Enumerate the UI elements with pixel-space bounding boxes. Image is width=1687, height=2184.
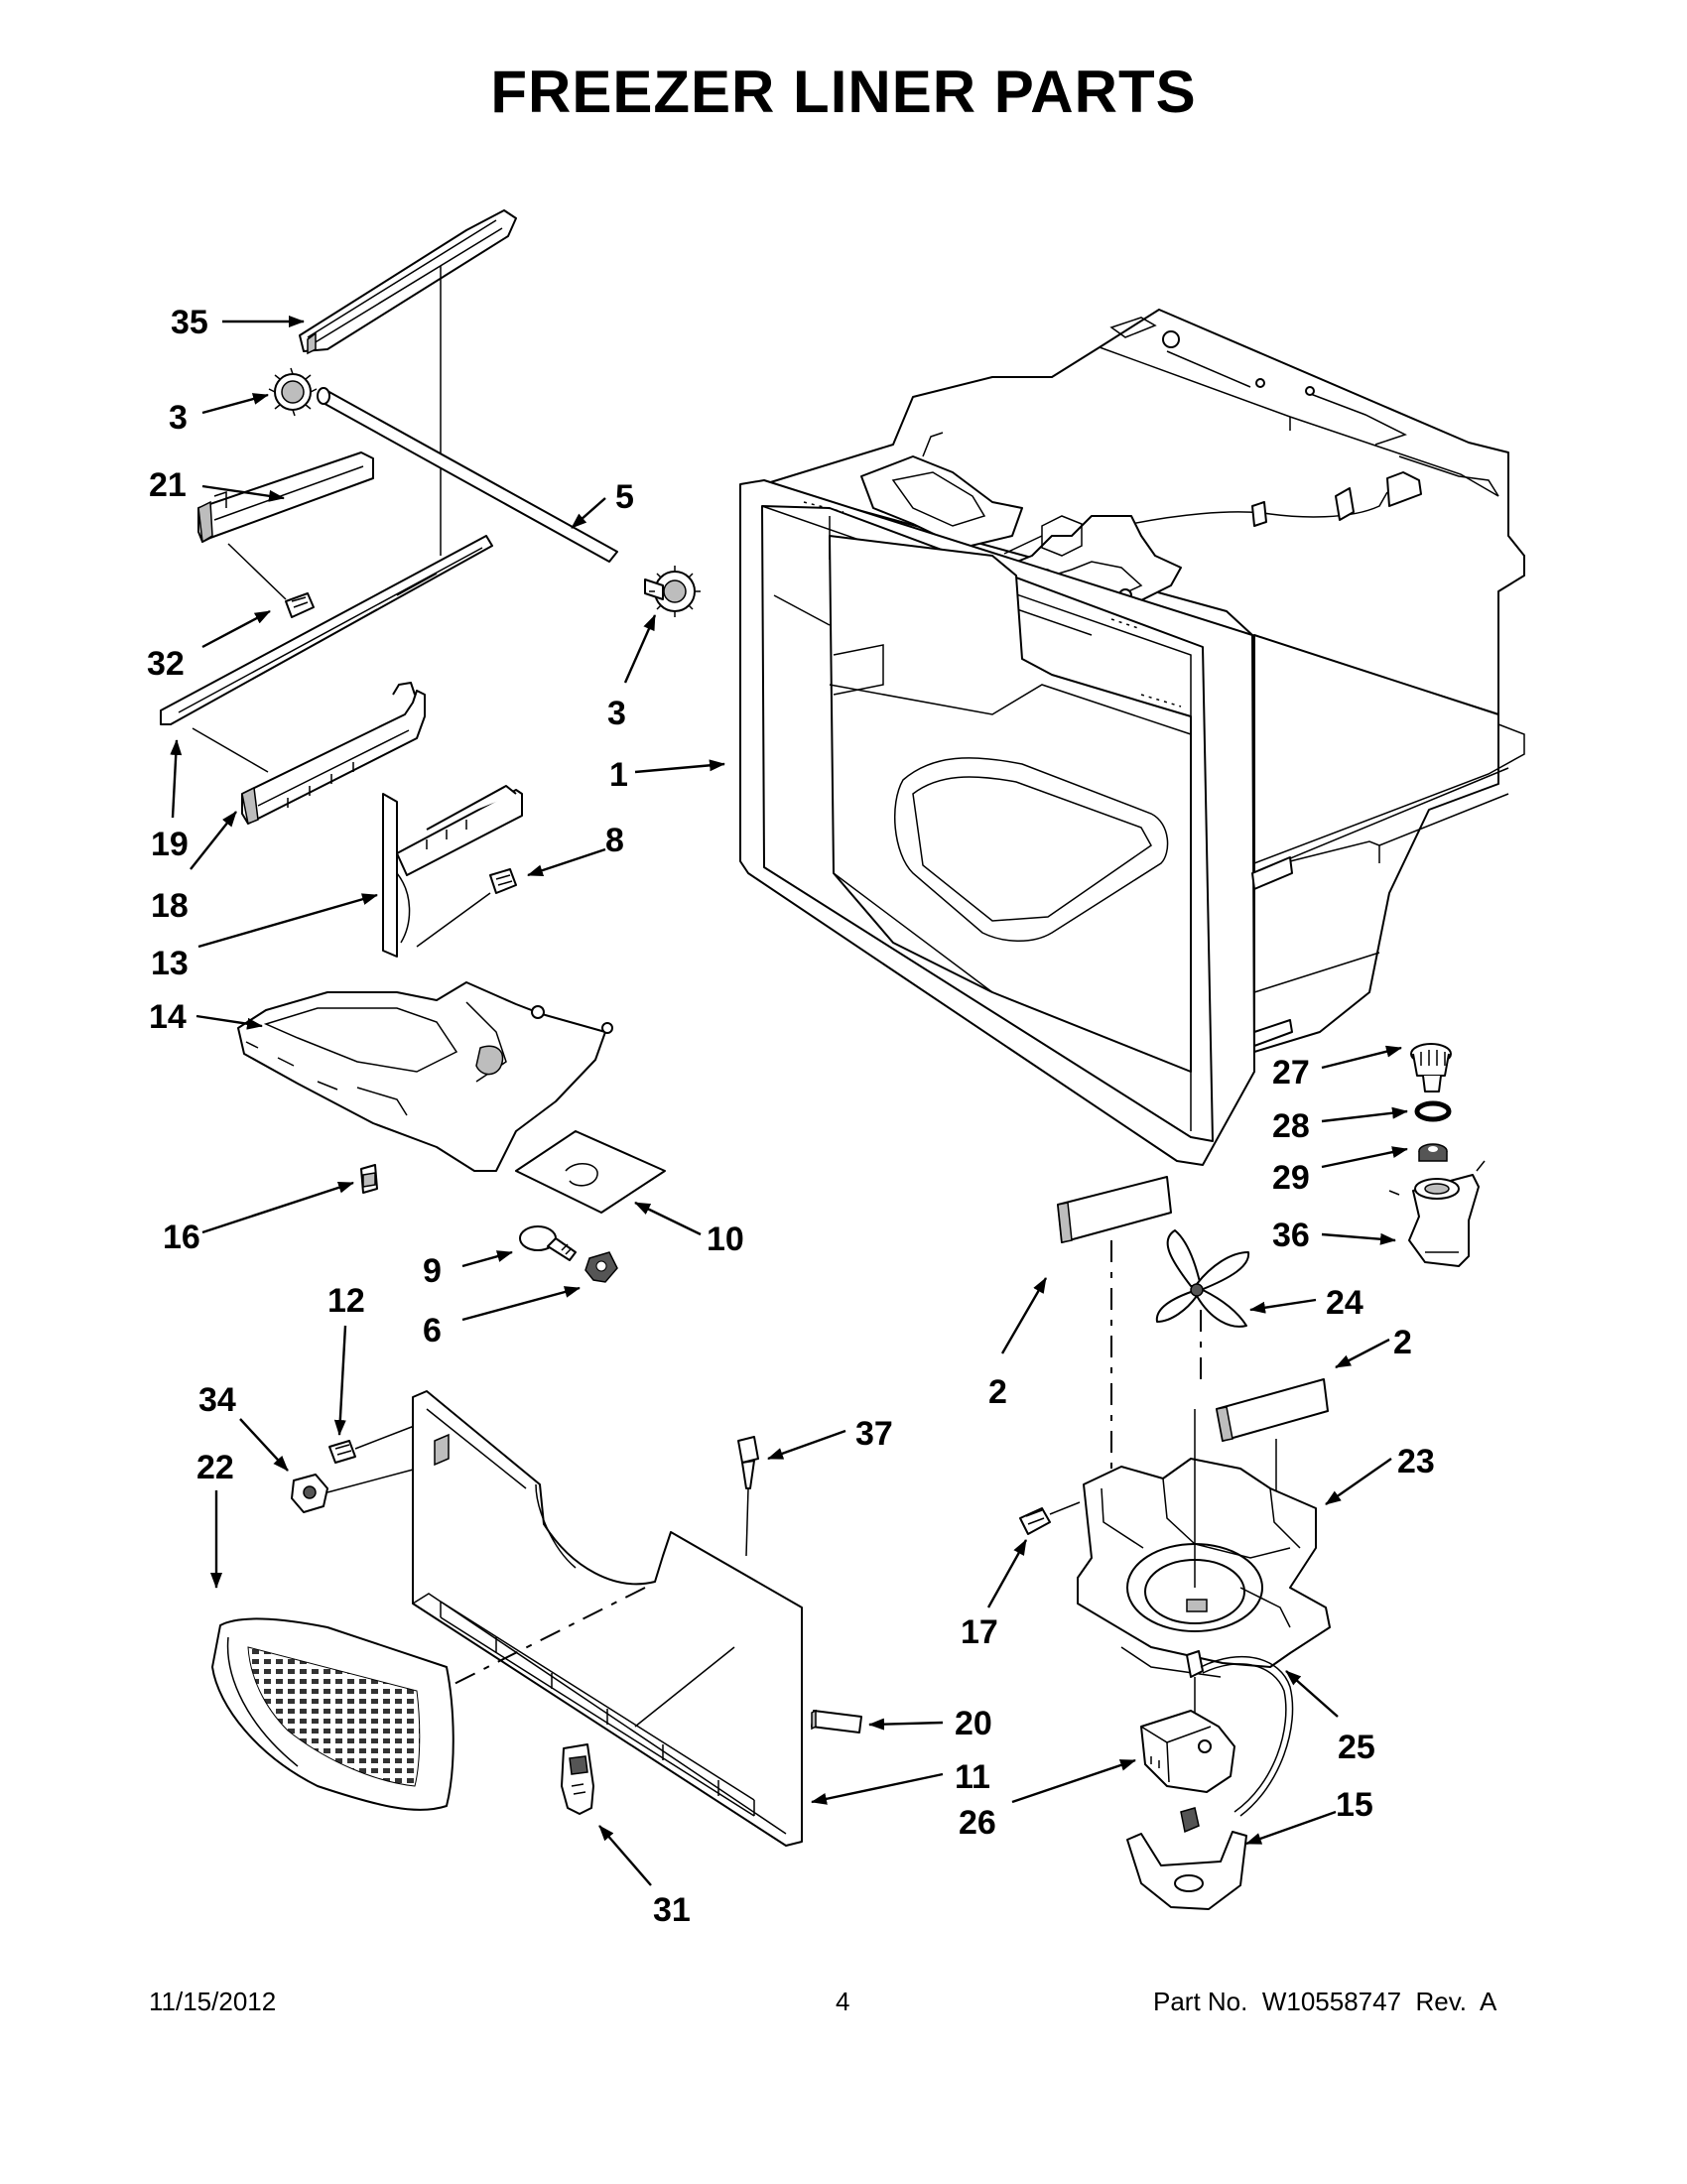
part-22-grille: [211, 1617, 454, 1811]
part-1-freezer-liner: [739, 309, 1525, 1166]
callout-2: 2: [1393, 1324, 1412, 1361]
part-28-ring: [1414, 1100, 1452, 1122]
callout-11: 11: [955, 1758, 990, 1796]
part-8-screw: [489, 868, 517, 894]
part-21-bracket: [197, 451, 374, 544]
part-18-slide-bracket: [241, 682, 426, 826]
part-31-damper: [561, 1743, 594, 1815]
callout-8: 8: [605, 822, 624, 859]
part-36-auger-base: [1388, 1160, 1486, 1267]
page-title: FREEZER LINER PARTS: [490, 59, 1197, 125]
footer-page-number: 4: [836, 1987, 850, 2016]
callout-29: 29: [1272, 1159, 1310, 1197]
callout-18: 18: [151, 887, 189, 925]
part-25-wire-harness: [1186, 1650, 1294, 1817]
part-17-screw: [1019, 1501, 1081, 1535]
callout-3: 3: [169, 399, 188, 437]
callout-20: 20: [955, 1705, 992, 1742]
part-10-gasket: [515, 1130, 666, 1214]
alignment-line: [227, 543, 287, 600]
part-20-foam-strip: [811, 1709, 862, 1734]
callout-24: 24: [1326, 1284, 1363, 1322]
callout-31: 31: [653, 1891, 691, 1929]
callout-28: 28: [1272, 1107, 1310, 1145]
callout-21: 21: [149, 466, 187, 504]
part-14-housing: [237, 981, 613, 1172]
part-6-socket: [584, 1251, 618, 1283]
part-5-shaft: [317, 387, 618, 563]
leader-lines: [170, 316, 1408, 1886]
callout-25: 25: [1338, 1729, 1375, 1766]
part-2-foam-pad-left: [1057, 1176, 1172, 1243]
callout-labels: 35 3 21 5 32 3 1 19 18 8 13 14 27 28 29 …: [147, 304, 1435, 1929]
alignment-line: [326, 1424, 418, 1493]
callout-37: 37: [855, 1415, 893, 1453]
alignment-line: [192, 727, 269, 773]
callout-3: 3: [607, 695, 626, 732]
callout-22: 22: [196, 1449, 234, 1486]
alignment-line: [634, 1646, 735, 1728]
part-3-gear-top: [268, 367, 318, 417]
part-34-clip: [291, 1474, 328, 1513]
part-3-gear-right: [644, 566, 701, 617]
callout-34: 34: [198, 1381, 236, 1419]
part-16-clip: [360, 1164, 378, 1194]
callout-5: 5: [615, 478, 634, 516]
part-12-screw: [328, 1440, 356, 1464]
part-23-fan-housing: [1077, 1458, 1331, 1678]
part-27-auger-top: [1410, 1043, 1452, 1092]
part-13-mount-bracket: [382, 785, 523, 958]
callout-32: 32: [147, 645, 185, 683]
callout-19: 19: [151, 826, 189, 863]
part-15-motor-bracket: [1126, 1807, 1247, 1910]
part-11-cover-panel: [412, 1390, 803, 1847]
part-37-thermistor: [737, 1436, 759, 1557]
alignment-line: [416, 892, 491, 948]
part-32-screw: [285, 592, 315, 618]
footer-date: 11/15/2012: [149, 1987, 277, 2016]
callout-35: 35: [171, 304, 208, 341]
callout-27: 27: [1272, 1054, 1310, 1092]
callout-17: 17: [961, 1613, 998, 1651]
part-19-long-rail: [160, 535, 493, 725]
part-24-fan-blade: [1155, 1229, 1250, 1328]
callout-6: 6: [423, 1312, 442, 1349]
callout-36: 36: [1272, 1217, 1310, 1254]
part-26-fan-motor: [1140, 1710, 1235, 1793]
callout-16: 16: [163, 1219, 200, 1256]
callout-2: 2: [988, 1373, 1007, 1411]
callout-1: 1: [609, 756, 628, 794]
callout-26: 26: [959, 1804, 996, 1842]
callout-10: 10: [707, 1220, 744, 1258]
callout-13: 13: [151, 945, 189, 982]
callout-15: 15: [1336, 1786, 1373, 1824]
callout-9: 9: [423, 1252, 442, 1290]
callout-23: 23: [1397, 1443, 1435, 1480]
alignment-line: [416, 1587, 646, 1704]
callout-14: 14: [149, 998, 187, 1036]
footer-part-number: Part No. W10558747 Rev. A: [1153, 1987, 1497, 2016]
part-2-foam-pad-right: [1216, 1378, 1329, 1442]
part-9-bulb: [519, 1225, 577, 1261]
part-29-washer: [1418, 1143, 1448, 1162]
callout-12: 12: [327, 1282, 365, 1320]
part-35-slide-rail: [299, 209, 517, 355]
